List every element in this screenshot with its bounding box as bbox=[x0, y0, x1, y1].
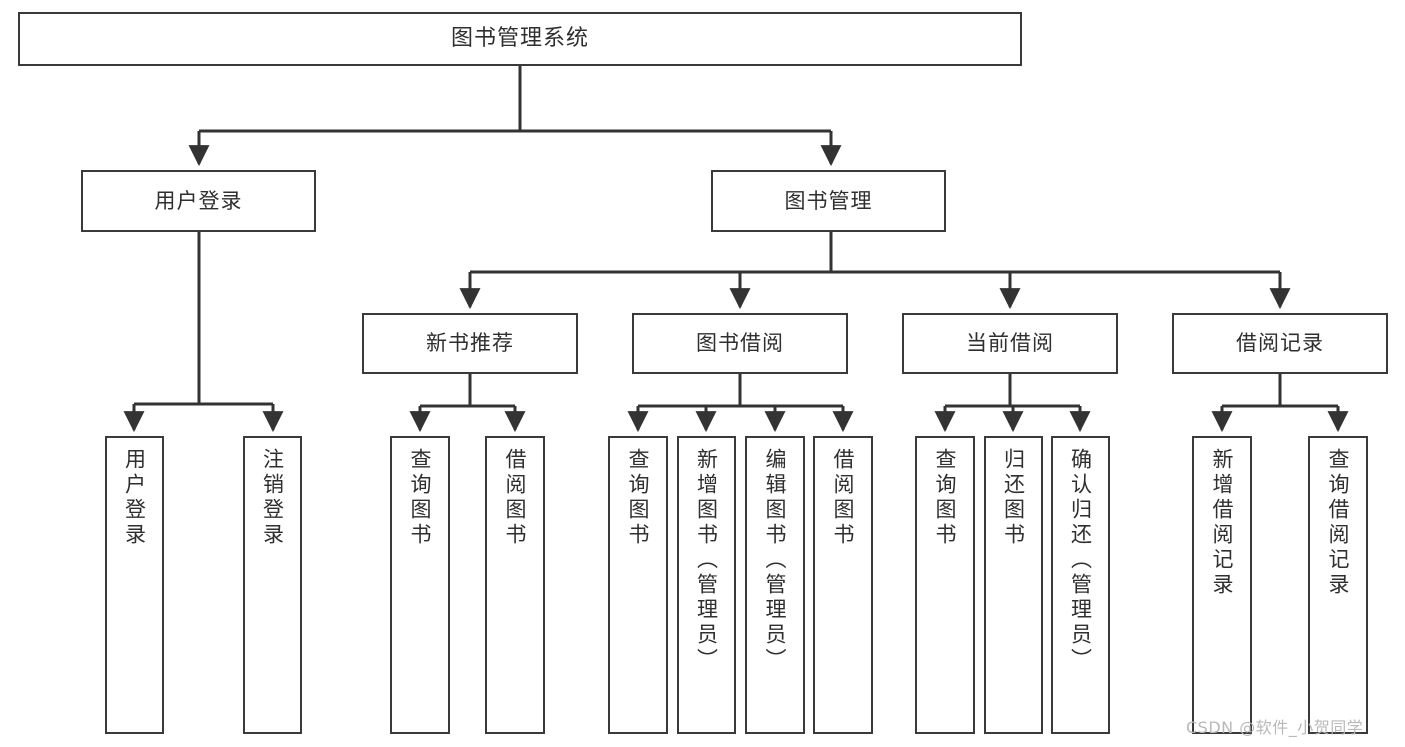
node-label: 查询图书 bbox=[408, 448, 433, 548]
node-user-login[interactable]: 用户登录 bbox=[81, 170, 316, 232]
leaf-add-borrow-record[interactable]: 新增借阅记录 bbox=[1192, 436, 1252, 734]
leaf-query-borrow-record[interactable]: 查询借阅记录 bbox=[1308, 436, 1368, 734]
node-label: 新增借阅记录 bbox=[1210, 448, 1235, 598]
node-borrowing-record[interactable]: 借阅记录 bbox=[1172, 313, 1388, 374]
leaf-confirm-return-admin[interactable]: 确认归还（管理员） bbox=[1051, 436, 1110, 734]
leaf-return-book[interactable]: 归还图书 bbox=[984, 436, 1043, 734]
node-book-borrowing[interactable]: 图书借阅 bbox=[632, 313, 848, 374]
leaf-edit-book-admin[interactable]: 编辑图书（管理员） bbox=[745, 436, 805, 734]
node-label: 新书推荐 bbox=[426, 331, 514, 356]
node-label: 归还图书 bbox=[1001, 448, 1026, 548]
node-label: 注销登录 bbox=[260, 448, 285, 548]
node-label: 确认归还（管理员） bbox=[1068, 448, 1093, 673]
node-current-borrowing[interactable]: 当前借阅 bbox=[902, 313, 1118, 374]
node-label: 图书借阅 bbox=[696, 331, 784, 356]
node-label: 查询图书 bbox=[626, 448, 651, 548]
leaf-query-book-1[interactable]: 查询图书 bbox=[390, 436, 450, 734]
leaf-add-book-admin[interactable]: 新增图书（管理员） bbox=[677, 436, 736, 734]
leaf-query-book-2[interactable]: 查询图书 bbox=[608, 436, 668, 734]
watermark: CSDN @软件_小贺同学 bbox=[1186, 718, 1364, 737]
node-label: 图书管理系统 bbox=[450, 26, 589, 52]
node-label: 图书管理 bbox=[784, 188, 873, 213]
node-label: 借阅图书 bbox=[503, 448, 528, 548]
node-label: 编辑图书（管理员） bbox=[763, 448, 788, 673]
leaf-borrow-book-2[interactable]: 借阅图书 bbox=[813, 436, 873, 734]
node-root-book-management-system[interactable]: 图书管理系统 bbox=[18, 12, 1022, 66]
node-label: 借阅图书 bbox=[831, 448, 856, 548]
node-label: 新增图书（管理员） bbox=[694, 448, 719, 673]
leaf-query-book-3[interactable]: 查询图书 bbox=[915, 436, 975, 734]
node-book-management[interactable]: 图书管理 bbox=[711, 170, 946, 232]
node-label: 当前借阅 bbox=[966, 331, 1054, 356]
node-label: 查询借阅记录 bbox=[1326, 448, 1351, 598]
node-label: 用户登录 bbox=[154, 188, 243, 213]
node-label: 用户登录 bbox=[122, 448, 147, 548]
leaf-borrow-book-1[interactable]: 借阅图书 bbox=[485, 436, 545, 734]
node-new-book-recommendation[interactable]: 新书推荐 bbox=[362, 313, 578, 374]
node-label: 查询图书 bbox=[933, 448, 958, 548]
node-label: 借阅记录 bbox=[1236, 331, 1324, 356]
leaf-user-login[interactable]: 用户登录 bbox=[105, 436, 164, 734]
leaf-logout[interactable]: 注销登录 bbox=[243, 436, 302, 734]
